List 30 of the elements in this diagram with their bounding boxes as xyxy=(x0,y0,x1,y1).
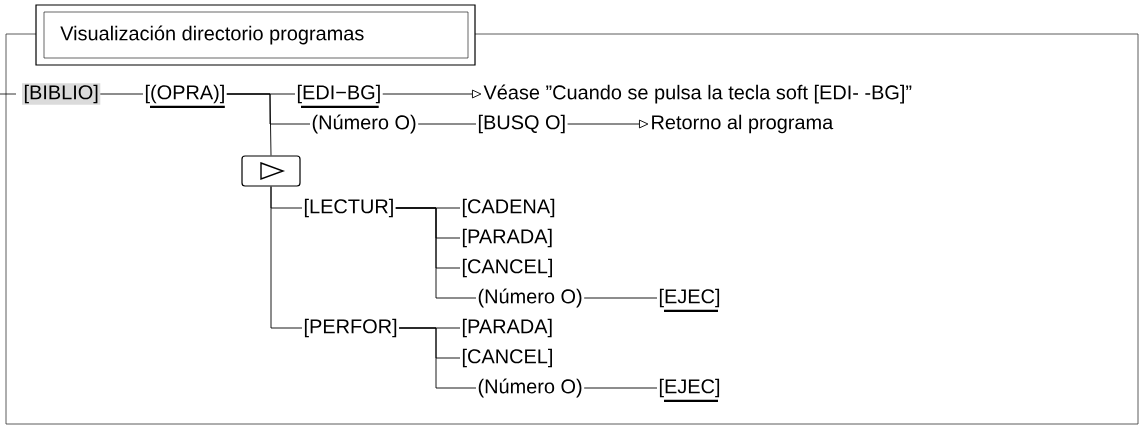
key-label: [(OPRA)] xyxy=(145,84,225,108)
key-label: (Número O) xyxy=(478,378,582,398)
key-label: [CANCEL] xyxy=(462,348,552,368)
connector-line xyxy=(99,93,144,95)
key-label: [CADENA] xyxy=(462,198,555,218)
key-label: [PARADA] xyxy=(462,228,552,248)
connector-line xyxy=(270,186,303,329)
connector-line xyxy=(226,93,272,156)
connector-line xyxy=(395,207,477,299)
arrow xyxy=(382,89,482,99)
key-label: [EJEC] xyxy=(659,378,720,402)
soft-key-symbol xyxy=(241,155,301,187)
key-label: [PARADA] xyxy=(462,318,552,338)
key-label: Retorno al programa xyxy=(652,114,834,134)
key-label: [PERFOR] xyxy=(304,318,397,338)
key-label: [EDI−BG] xyxy=(297,84,380,108)
key-label: [BUSQ O] xyxy=(478,114,565,134)
connector-line xyxy=(583,297,658,299)
key-label: Véase ”Cuando se pulsa la tecla soft [EDI- -BG]” xyxy=(483,84,912,104)
connector-line xyxy=(583,387,658,389)
key-label: [CANCEL] xyxy=(462,258,552,278)
key-label: (Número O) xyxy=(312,114,416,134)
key-label: [EJEC] xyxy=(659,288,720,312)
connector-line xyxy=(398,327,477,389)
key-label: (Número O) xyxy=(478,288,582,308)
key-label: [LECTUR] xyxy=(304,198,393,218)
connector-line xyxy=(417,123,477,125)
title-box: Visualización directorio programas xyxy=(35,4,476,66)
key-label: [BIBLIO] xyxy=(22,83,101,105)
arrow xyxy=(567,119,649,129)
